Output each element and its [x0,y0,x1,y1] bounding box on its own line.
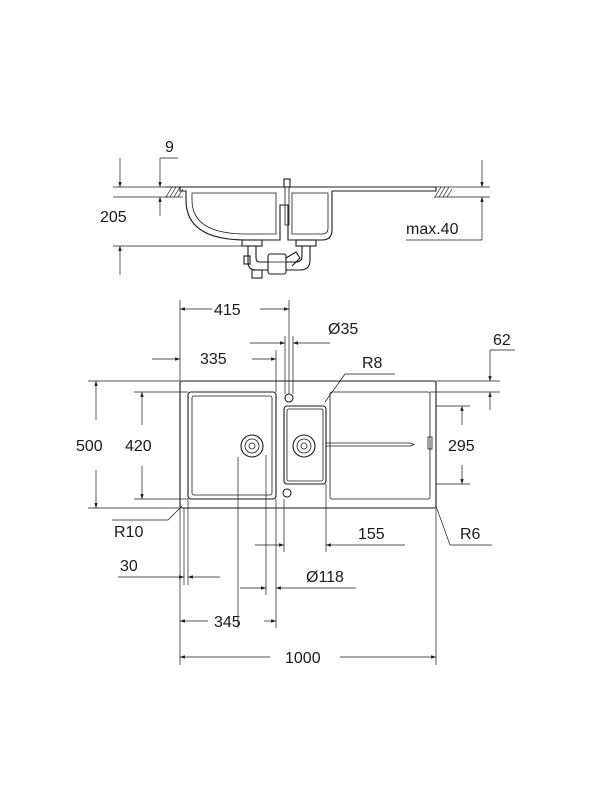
dim-depth-205: 205 [100,158,242,275]
label-depth-500: 500 [76,438,103,455]
label-width-415: 415 [214,302,241,319]
drainer-area [329,391,431,500]
label-62: 62 [493,332,511,349]
label-max-40: max.40 [406,221,459,238]
overflow-hole-icon [282,488,292,498]
dim-max-40: max.40 [406,160,490,241]
sink-section-outline [179,178,437,241]
dim-width-345: 345 [179,457,277,665]
label-width-335: 335 [200,351,227,368]
dim-depth-500: 500 [76,380,180,509]
label-thickness-9: 9 [165,139,174,156]
main-bowl [187,391,277,500]
dim-depth-420: 420 [125,391,188,500]
drainer-overflow-slot [427,436,433,450]
label-total-1000: 1000 [285,650,321,667]
dim-thickness-9: 9 [113,139,180,216]
dim-total-1000: 1000 [180,508,437,667]
label-radius-6: R6 [460,526,481,543]
label-radius-10: R10 [114,524,143,541]
dim-radius-8: R8 [324,355,395,403]
dim-depth-295: 295 [436,405,475,485]
dim-offset-30: 30 [118,499,220,585]
label-offset-30: 30 [120,558,138,575]
label-radius-8: R8 [362,355,383,372]
dim-width-155: 155 [255,484,405,552]
dim-radius-10: R10 [112,505,183,541]
side-view: 9 205 max.40 [100,139,490,279]
top-view: 415 Ø35 335 62 [76,300,515,667]
dim-width-415: 415 [179,300,290,394]
main-drain-icon [240,434,264,458]
dim-drain-118: Ø118 [240,455,356,595]
dim-62: 62 [430,332,515,410]
label-depth-205: 205 [100,209,127,226]
label-drain-118: Ø118 [306,569,344,586]
label-depth-295: 295 [448,438,475,455]
label-depth-420: 420 [125,438,152,455]
dim-tap-hole-35: Ø35 [250,321,358,394]
tap-hole-icon [284,393,294,403]
dim-width-335: 335 [152,350,277,392]
second-drain-icon [292,434,316,458]
countertop-right-hatch [434,186,453,198]
label-width-345: 345 [214,614,241,631]
label-width-155: 155 [358,526,385,543]
second-bowl [283,405,327,485]
sink-outer-rim [179,380,437,509]
label-tap-hole-35: Ø35 [328,321,358,338]
dim-radius-6: R6 [435,505,492,546]
waste-fittings [241,239,317,279]
